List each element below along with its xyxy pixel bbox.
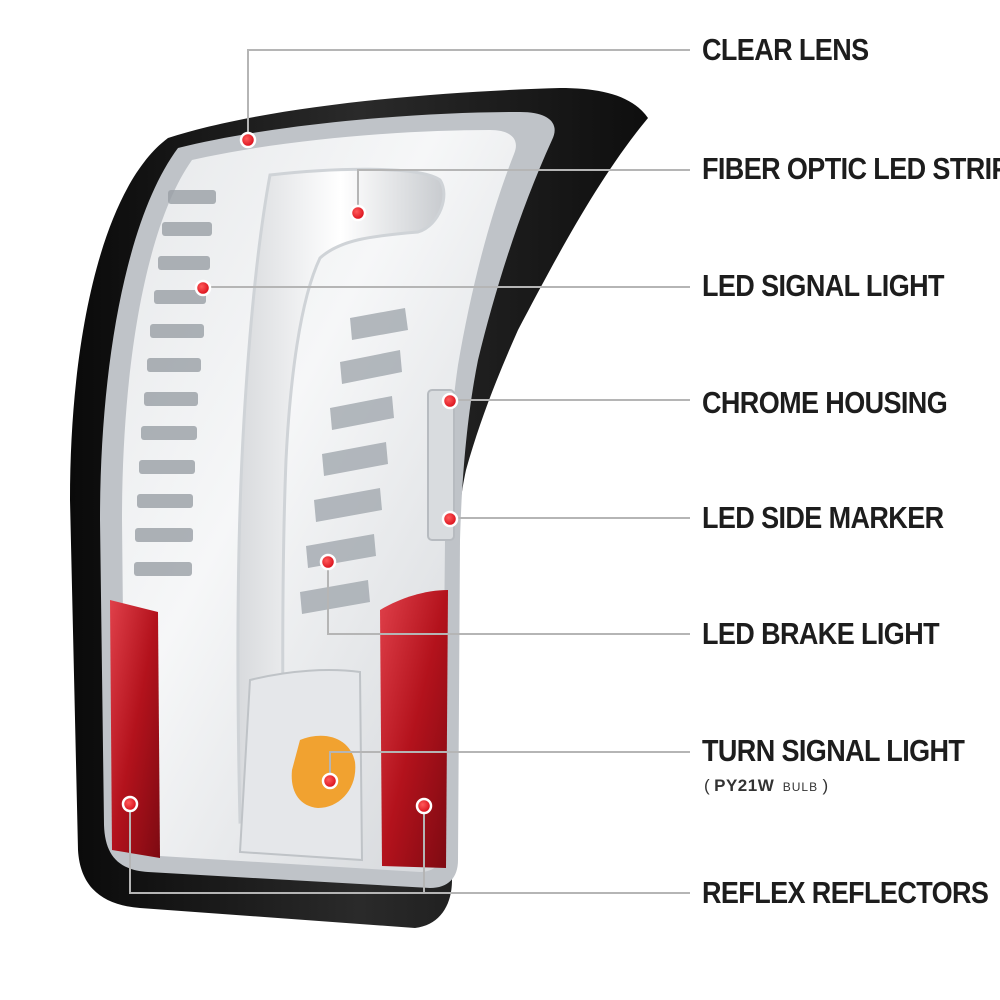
left-reflector — [110, 600, 160, 858]
leader-led-brake — [327, 562, 690, 635]
dot-led-signal — [194, 279, 212, 297]
dot-led-side-marker — [441, 510, 459, 528]
label-turn-signal-light: TURN SIGNAL LIGHT — [702, 734, 965, 768]
bulb-note-close-paren: ) — [822, 776, 829, 795]
right-reflector — [380, 590, 448, 868]
bulb-part-number: PY21W — [714, 776, 775, 795]
leader-clear-lens — [247, 49, 690, 138]
callout-dots — [121, 131, 459, 815]
led-signal-column — [134, 190, 216, 576]
side-marker-window — [427, 389, 455, 541]
label-reflex-reflectors: REFLEX REFLECTORS — [702, 876, 989, 910]
leader-turn-signal — [329, 751, 690, 780]
label-led-brake-light: LED BRAKE LIGHT — [702, 617, 940, 651]
dot-clear-lens — [239, 131, 257, 149]
turn-signal-bulb-note: ( PY21W BULB ) — [704, 776, 828, 796]
dot-reflector-left — [121, 795, 139, 813]
bulb-note-open-paren: ( — [704, 776, 710, 795]
leader-reflector-left — [129, 805, 690, 894]
dot-chrome-housing — [441, 392, 459, 410]
dot-reflector-right — [415, 797, 433, 815]
dot-turn-signal — [321, 772, 339, 790]
label-chrome-housing: CHROME HOUSING — [702, 386, 948, 420]
fiber-optic-strip — [236, 167, 446, 824]
callout-lines — [129, 49, 690, 894]
dot-fiber-optic — [349, 204, 367, 222]
label-fiber-optic-led-strip: FIBER OPTIC LED STRIP — [702, 152, 1000, 186]
label-clear-lens: CLEAR LENS — [702, 33, 869, 67]
amber-bulb — [291, 735, 356, 808]
dot-led-brake — [319, 553, 337, 571]
bulb-unit: BULB — [782, 780, 819, 794]
label-led-side-marker: LED SIDE MARKER — [702, 501, 944, 535]
label-led-signal-light: LED SIGNAL LIGHT — [702, 269, 945, 303]
leader-fiber-optic — [357, 169, 690, 212]
